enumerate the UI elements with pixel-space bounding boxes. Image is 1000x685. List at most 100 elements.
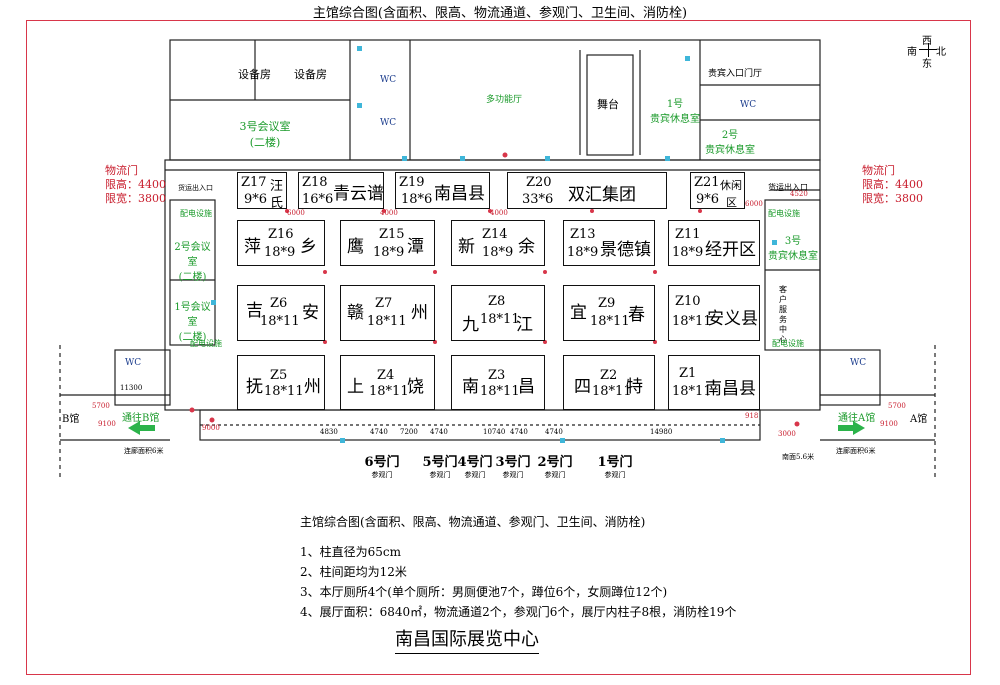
stage: 舞台 [597,98,619,111]
venue-name: 南昌国际展览中心 [395,625,539,654]
vip-lounge-1: 1号 贵宾休息室 [650,99,700,125]
dimension: 4000 [490,209,508,217]
vip-lounge-3: 3号 贵宾休息室 [768,236,818,262]
note-item: 4、展厅面积：6840㎡，物流通道2个，参观门6个，展厅内柱子8根，消防栓19个 [300,605,737,619]
corridor-b: 连廊面积6米 [124,447,164,455]
south-corridor: 南面5.6米 [782,453,815,461]
dimension: 5700 [92,402,110,410]
booth-z3[interactable]: 南 Z3 18*11 昌 [451,355,545,410]
marker [560,438,565,443]
marker [772,240,777,245]
corridor-a: 连廊面积6米 [836,447,876,455]
booth-z18[interactable]: Z18 青云谱 16*6 [298,172,384,209]
marker [685,56,690,61]
note-item: 2、柱间距均为12米 [300,565,407,579]
service-center: 客户服务中心 [779,285,787,344]
booth-z16[interactable]: 萍 Z16 18*9 乡 [237,220,325,266]
marker [357,103,362,108]
equipment-room-2: 设备房 [294,68,327,81]
door-4[interactable]: 4号门 参观门 [457,455,493,479]
compass: 西 南 北 东 [905,32,946,70]
marker [357,46,362,51]
booth-z20[interactable]: Z20 双汇集团 33*6 [507,172,667,209]
power-room: 配电设施 [180,209,212,218]
hall-b: B馆 [62,414,80,425]
hall-a: A馆 [910,414,928,425]
dimension: 5700 [888,402,906,410]
booth-z1[interactable]: Z1 18*11 南昌县 [668,355,760,410]
dimension: 4740 [430,428,448,436]
logistics-left: 物流门 限高：4400 限宽：3800 [105,164,166,205]
booth-z8[interactable]: Z8 九 18*11 江 [451,285,545,341]
notes-heading: 主馆综合图(含面积、限高、物流通道、参观门、卫生间、消防栓) [300,515,646,529]
note-item: 1、柱直径为65cm [300,545,402,559]
diagram-title: 主馆综合图(含面积、限高、物流通道、参观门、卫生间、消防栓) [312,6,688,21]
to-a-hall: 通往A馆 [838,413,876,424]
marker [402,156,407,161]
note-item: 3、本厅厕所4个(单个厕所：男厕便池7个，蹲位6个，女厕蹲位12个) [300,585,668,599]
dimension: 11300 [120,384,143,392]
dimension: 9000 [202,424,220,432]
booth-z5[interactable]: 抚 Z5 18*11 州 [237,355,325,410]
wc-label: WC [125,358,142,368]
booth-z10[interactable]: Z10 18*11 安义县 [668,285,760,341]
wc-label: WC [380,118,397,128]
booth-z11[interactable]: Z11 18*9 经开区 [668,220,760,266]
booth-z6[interactable]: 吉 Z6 18*11 安 [237,285,325,341]
dimension: 14980 [650,428,673,436]
dimension: 3000 [778,430,796,438]
door-1[interactable]: 1号门 参观门 [597,455,633,479]
door-5[interactable]: 5号门 参观门 [422,455,458,479]
dimension: 6000 [287,209,305,217]
booth-z19[interactable]: Z19 南昌县 18*6 [395,172,490,209]
freight-entrance-left: 货运出入口 [178,184,213,192]
door-2[interactable]: 2号门 参观门 [537,455,573,479]
marker [545,156,550,161]
dimension: 4740 [545,428,563,436]
dimension: 4740 [370,428,388,436]
marker [460,156,465,161]
multipurpose-hall: 多功能厅 [486,95,523,105]
booth-z13[interactable]: Z13 18*9 景德镇 [563,220,655,266]
dimension: 9100 [880,420,898,428]
vip-entrance: 贵宾入口门厅 [708,69,763,79]
booth-z17[interactable]: Z17 汪 9*6 氏 [237,172,287,211]
door-6[interactable]: 6号门 参观门 [364,455,400,479]
booth-z9[interactable]: 宜 Z9 18*11 春 [563,285,655,341]
dimension: 10740 [483,428,506,436]
booth-z14[interactable]: 新 Z14 18*9 余 [451,220,545,266]
power-room: 配电设施 [772,339,804,348]
freight-entrance-right: 货运出入口 [768,183,808,192]
compass-south: 南 [907,47,917,58]
marker [665,156,670,161]
dimension: 4830 [320,428,338,436]
marker [211,300,216,305]
meeting-room-1: 1号会议室 (二楼) [174,302,211,343]
compass-north: 北 [936,47,946,58]
dimension: 918 [745,412,759,420]
vip-lounge-2: 2号 贵宾休息室 [705,130,755,156]
wc-label: WC [380,75,397,85]
meeting-room-3: 3号会议室 (二楼) [239,120,291,149]
dimension: 9100 [98,420,116,428]
logistics-right: 物流门 限高：4400 限宽：3800 [862,164,923,205]
equipment-room-1: 设备房 [238,68,271,81]
dimension: 4000 [380,209,398,217]
marker [340,438,345,443]
booth-z7[interactable]: 赣 Z7 18*11 州 [340,285,435,341]
dimension: 4740 [510,428,528,436]
notes: 主馆综合图(含面积、限高、物流通道、参观门、卫生间、消防栓) 1、柱直径为65c… [300,512,736,622]
page-frame [26,20,971,675]
dimension: 4520 [790,190,808,198]
to-b-hall: 通往B馆 [122,413,160,424]
booth-z2[interactable]: 四 Z2 18*11 特 [563,355,655,410]
booth-z15[interactable]: 鹰 Z15 18*9 潭 [340,220,435,266]
dimension: 7200 [400,428,418,436]
marker [720,438,725,443]
booth-z21[interactable]: Z21 休闲 9*6 区 [690,172,745,209]
power-room: 配电设施 [190,339,222,348]
door-3[interactable]: 3号门 参观门 [495,455,531,479]
booth-z4[interactable]: 上 Z4 18*11 饶 [340,355,435,410]
